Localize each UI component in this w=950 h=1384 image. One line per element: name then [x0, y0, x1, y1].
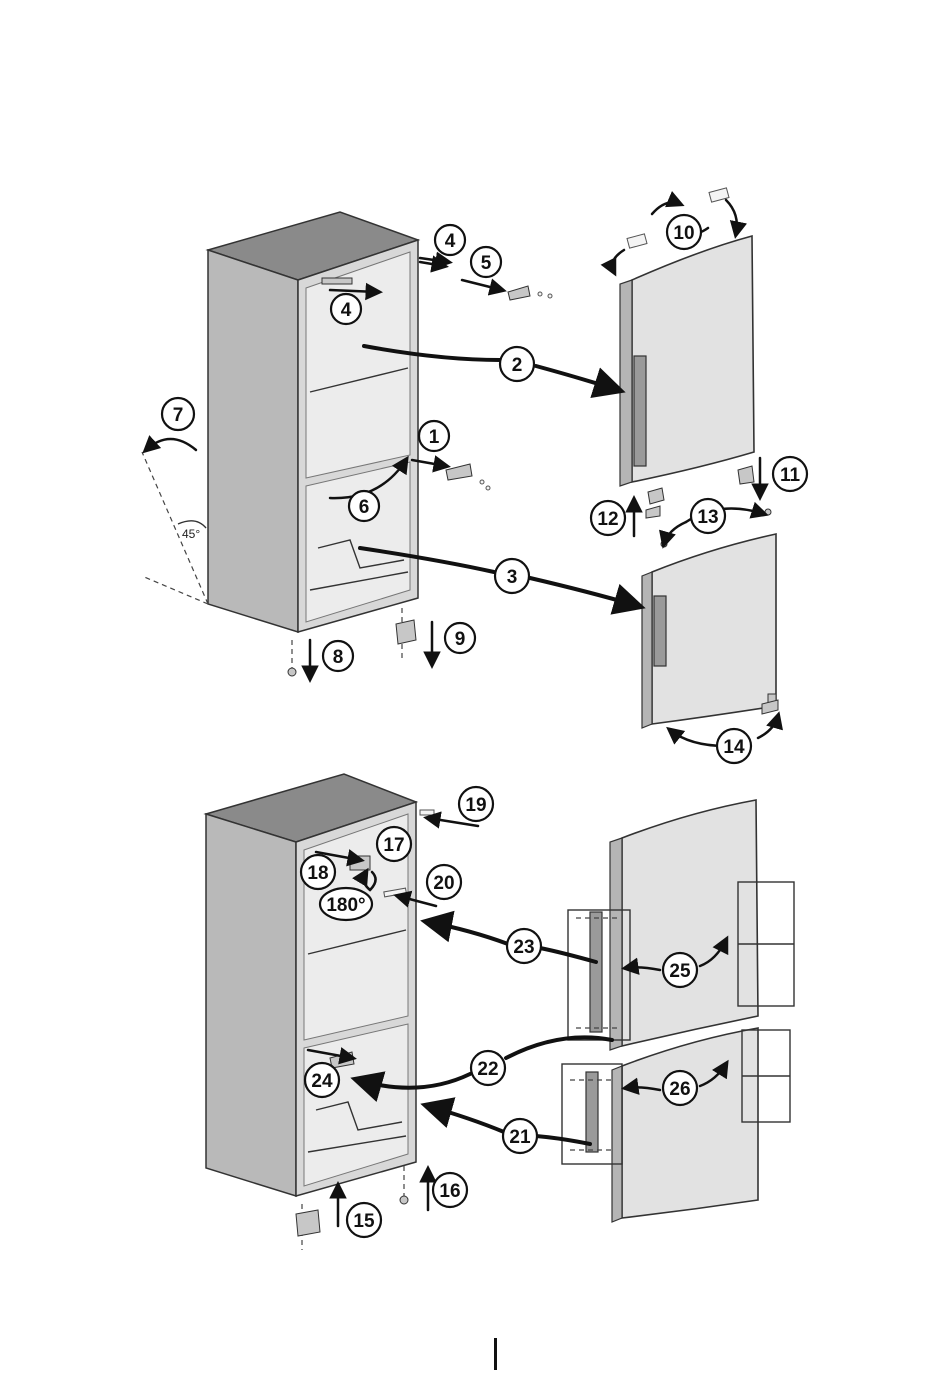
- svg-text:14: 14: [723, 737, 745, 758]
- step-11-label: 11: [773, 457, 807, 491]
- step-14-label: 14: [717, 729, 751, 763]
- page-divider: [494, 1338, 497, 1370]
- door-handle-icon: [634, 356, 646, 466]
- step-22-label: 22: [471, 1051, 505, 1085]
- svg-text:15: 15: [353, 1211, 375, 1232]
- step-19-label: 19: [459, 787, 493, 821]
- step-24-label: 24: [305, 1063, 339, 1097]
- step-4-repeat-label: 4: [331, 294, 361, 324]
- lower-door-bottom: [562, 1028, 758, 1222]
- svg-text:19: 19: [465, 795, 486, 816]
- svg-text:16: 16: [439, 1181, 460, 1202]
- fridge-cabinet-top: [208, 212, 418, 632]
- door-handle-icon: [654, 596, 666, 666]
- svg-text:25: 25: [669, 961, 691, 982]
- step-15-label: 15: [347, 1203, 381, 1237]
- svg-text:3: 3: [507, 567, 518, 588]
- svg-text:13: 13: [697, 507, 718, 528]
- lower-door: [642, 534, 776, 728]
- step-8-label: 8: [323, 641, 353, 671]
- step-9-label: 9: [445, 623, 475, 653]
- step-16-label: 16: [433, 1173, 467, 1207]
- top-illustration: 45°: [142, 188, 807, 763]
- svg-text:1: 1: [429, 427, 440, 448]
- svg-text:11: 11: [780, 465, 801, 486]
- step-5-label: 5: [471, 247, 501, 277]
- svg-text:24: 24: [311, 1071, 333, 1092]
- svg-text:10: 10: [673, 223, 694, 244]
- svg-text:6: 6: [359, 497, 370, 518]
- step-2-label: 2: [500, 347, 534, 381]
- step-7-label: 7: [162, 398, 194, 430]
- svg-text:2: 2: [512, 355, 523, 376]
- svg-text:4: 4: [341, 300, 352, 321]
- step-23-label: 23: [507, 929, 541, 963]
- step-18-label: 18: [301, 855, 335, 889]
- door-handle-icon: [590, 912, 602, 1032]
- angle-label: 45°: [182, 527, 200, 541]
- upper-door-bottom: [568, 800, 758, 1050]
- svg-text:17: 17: [383, 835, 404, 856]
- step-12-label: 12: [591, 501, 625, 535]
- svg-text:7: 7: [173, 405, 184, 426]
- svg-text:20: 20: [433, 873, 454, 894]
- svg-text:4: 4: [445, 231, 456, 252]
- step-6-label: 6: [349, 491, 379, 521]
- step-25-label: 25: [663, 953, 697, 987]
- svg-text:18: 18: [307, 863, 328, 884]
- svg-text:8: 8: [333, 647, 344, 668]
- svg-text:23: 23: [513, 937, 534, 958]
- svg-text:26: 26: [669, 1079, 690, 1100]
- step-13-label: 13: [691, 499, 725, 533]
- step-17-label: 17: [377, 827, 411, 861]
- svg-text:21: 21: [509, 1127, 531, 1148]
- svg-text:12: 12: [597, 509, 618, 530]
- bottom-illustration: 19 17 18 20 180° 23 25 22 24 26 21 16 15: [206, 774, 794, 1250]
- step-3-label: 3: [495, 559, 529, 593]
- svg-text:9: 9: [455, 629, 466, 650]
- tilt-angle-indicator: 45°: [142, 452, 208, 604]
- svg-text:180°: 180°: [326, 895, 365, 916]
- step-21-label: 21: [503, 1119, 537, 1153]
- svg-text:22: 22: [477, 1059, 498, 1080]
- rotate-180-label: 180°: [320, 888, 372, 920]
- door-handle-icon: [586, 1072, 598, 1152]
- step-20-label: 20: [427, 865, 461, 899]
- step-26-label: 26: [663, 1071, 697, 1105]
- svg-text:5: 5: [481, 253, 492, 274]
- step-1-label: 1: [419, 421, 449, 451]
- step-10-label: 10: [667, 215, 701, 249]
- step-4-label: 4: [435, 225, 465, 255]
